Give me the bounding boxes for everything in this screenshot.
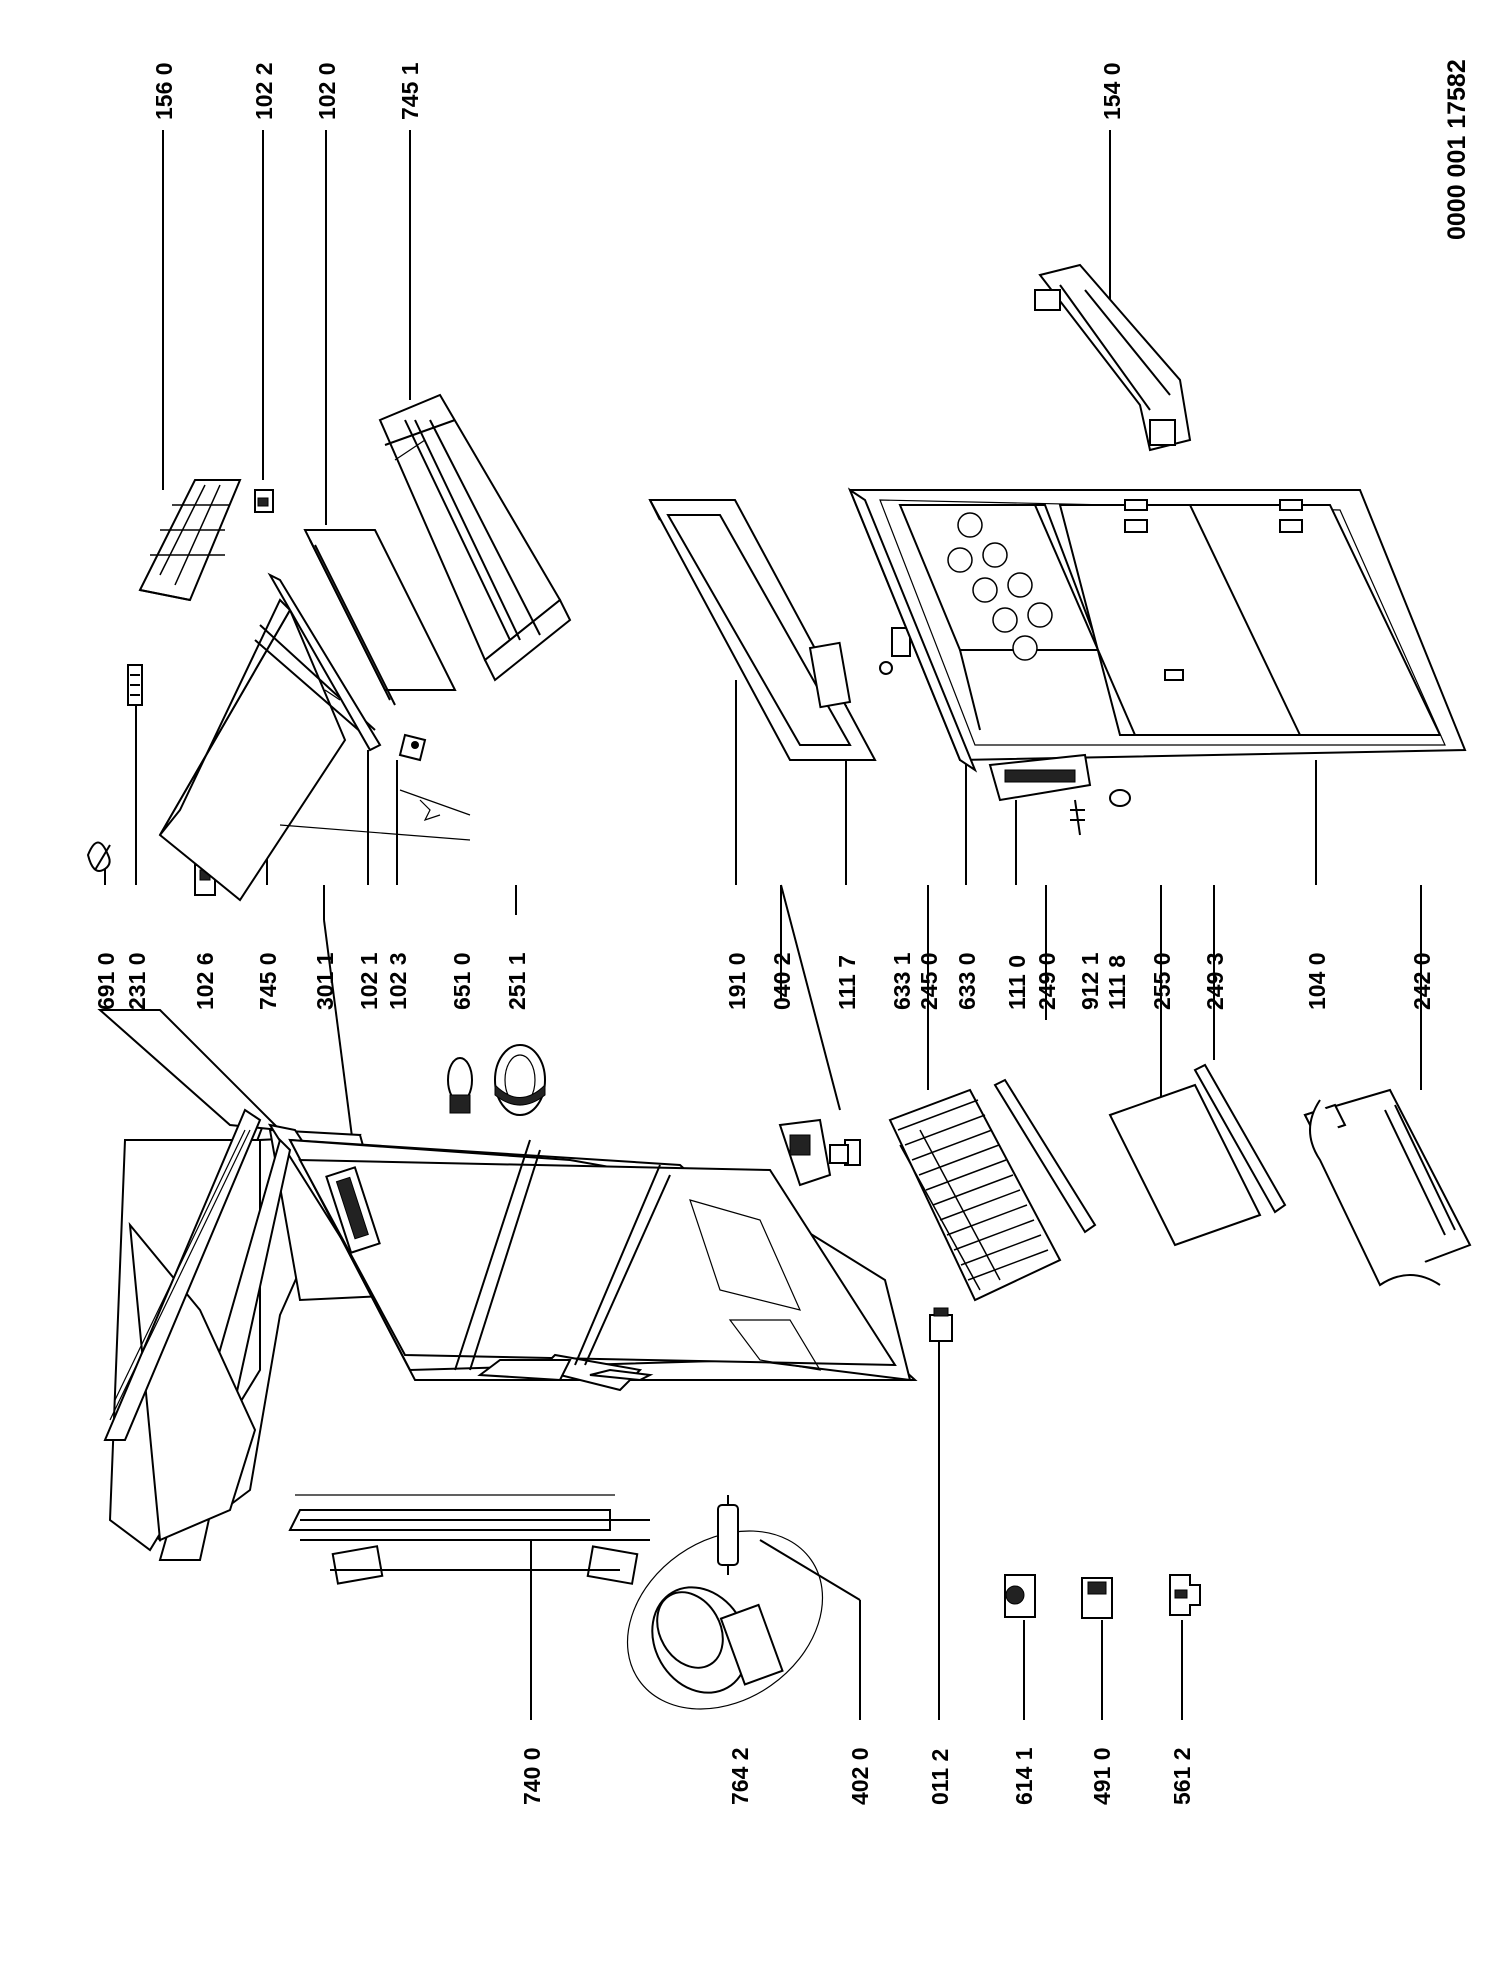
- shelf-trim-249-3: [1193, 1063, 1287, 1214]
- label-633-1: 633 1: [889, 952, 915, 1010]
- lamp-651-0: [447, 1057, 473, 1114]
- label-740-0: 740 0: [519, 1747, 545, 1805]
- rating-plate-111-7: [808, 641, 852, 709]
- part-102-2: [254, 489, 274, 513]
- glass-shelf-102-0: [303, 529, 457, 706]
- label-561-2: 561 2: [1169, 1747, 1195, 1805]
- door-gasket-191-0: [648, 499, 877, 761]
- label-111-8: 111 8: [1104, 955, 1130, 1010]
- part-764-2: [717, 1495, 739, 1575]
- label-011-2: 011 2: [927, 1749, 953, 1805]
- ice-tray: [138, 479, 242, 602]
- flap-111-0: [988, 753, 1092, 802]
- label-691-0: 691 0: [93, 952, 119, 1010]
- label-491-0: 491 0: [1089, 1747, 1115, 1805]
- fridge-cabinet: [97, 1009, 953, 1710]
- freezer-compartment: [158, 572, 471, 902]
- small-parts-top: [86, 489, 546, 1116]
- compressor: [651, 1586, 784, 1694]
- label-251-1: 251 1: [504, 952, 530, 1010]
- condenser-grille: [288, 1494, 650, 1585]
- label-102-0: 102 0: [314, 62, 340, 120]
- label-102-2: 102 2: [251, 62, 277, 120]
- label-402-0: 402 0: [847, 1747, 873, 1805]
- label-102-6: 102 6: [192, 952, 218, 1010]
- hinge-bracket-040-2: [778, 1118, 861, 1187]
- part-491-0: [1081, 1577, 1113, 1619]
- label-633-0: 633 0: [954, 952, 980, 1010]
- part-102-3: [398, 733, 427, 762]
- part-labels: 0000 001 17582 156 0 102 2 102 0 745 1 1…: [93, 59, 1471, 1805]
- label-745-0: 745 0: [255, 952, 281, 1010]
- vent-grille: [103, 1108, 262, 1441]
- egg-tray: [947, 512, 1053, 661]
- screw-912-1: [1070, 799, 1085, 836]
- label-111-0: 111 0: [1004, 955, 1030, 1010]
- label-111-7: 111 7: [834, 955, 860, 1010]
- label-745-1: 745 1: [397, 62, 423, 120]
- lamp-cover-251-1: [494, 1044, 546, 1116]
- label-154-0: 154 0: [1099, 62, 1125, 120]
- label-231-0: 231 0: [124, 952, 150, 1010]
- glass-shelf-255-0: [1108, 1083, 1262, 1247]
- part-231-0: [127, 664, 143, 706]
- document-code: 0000 001 17582: [1443, 59, 1471, 240]
- cap-111-8: [1109, 789, 1131, 807]
- hinge: [879, 627, 911, 675]
- label-912-1: 912 1: [1077, 952, 1103, 1010]
- door-104-0: [847, 487, 1467, 773]
- wire-shelf-245-0: [888, 1088, 1062, 1302]
- label-102-3: 102 3: [385, 952, 411, 1010]
- label-651-0: 651 0: [449, 952, 475, 1010]
- door-handle-154-0: [1034, 263, 1192, 452]
- crisper-drawer-242-0: [1303, 1088, 1472, 1287]
- label-191-0: 191 0: [724, 952, 750, 1010]
- label-156-0: 156 0: [151, 62, 177, 120]
- label-614-1: 614 1: [1011, 1747, 1037, 1805]
- drawer-745-1: [378, 393, 572, 682]
- label-104-0: 104 0: [1304, 952, 1330, 1010]
- shelf-trim-249-0: [993, 1078, 1097, 1234]
- leader-lines: [104, 130, 1422, 1720]
- part-691-0: [86, 841, 111, 872]
- part-561-2: [1169, 1574, 1201, 1616]
- cabinet-foot: [929, 1307, 953, 1342]
- part-614-1: [1004, 1574, 1036, 1618]
- label-764-2: 764 2: [727, 1747, 753, 1805]
- label-102-1: 102 1: [356, 952, 382, 1010]
